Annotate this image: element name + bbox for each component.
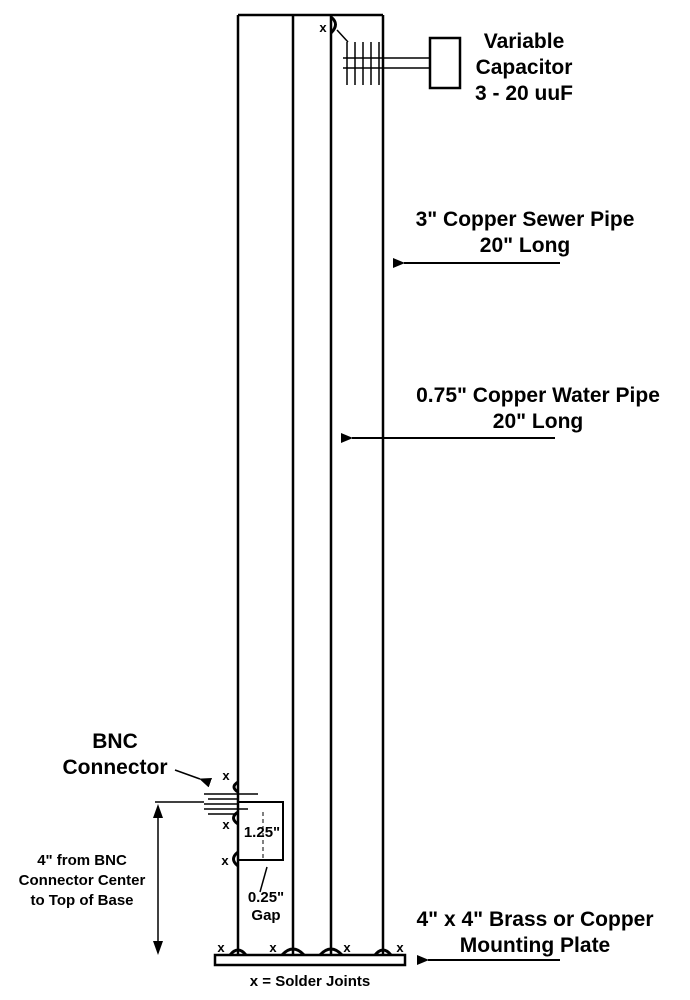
svg-text:0.25": 0.25" [248, 889, 284, 906]
variable-capacitor [336, 29, 462, 90]
svg-text:3 - 20 uuF: 3 - 20 uuF [475, 82, 573, 105]
svg-text:20" Long: 20" Long [493, 410, 583, 433]
svg-text:Connector Center: Connector Center [19, 872, 146, 889]
svg-text:BNC: BNC [92, 730, 138, 753]
water-pipe [291, 15, 333, 955]
svg-text:Mounting Plate: Mounting Plate [460, 934, 611, 957]
joint-plate-4 [373, 948, 393, 956]
distance-dimension [153, 801, 204, 955]
joint-gap [232, 850, 239, 868]
joint-plate-1 [228, 948, 248, 956]
legend-label: x = Solder Joints [250, 973, 370, 990]
sewer-pipe-label: 3" Copper Sewer Pipe 20" Long [416, 208, 635, 257]
joint-plate-2 [280, 947, 306, 957]
svg-text:x: x [396, 940, 404, 955]
sewer-pipe [236, 13, 385, 955]
svg-text:20" Long: 20" Long [480, 234, 570, 257]
svg-text:x: x [269, 940, 277, 955]
gap-label: 0.25" Gap [248, 889, 284, 924]
svg-text:x: x [221, 853, 229, 868]
svg-text:0.75" Copper Water Pipe: 0.75" Copper Water Pipe [416, 384, 660, 407]
bnc-arrow [174, 769, 213, 788]
svg-text:x: x [222, 768, 230, 783]
svg-text:4" x 4" Brass or Copper: 4" x 4" Brass or Copper [417, 908, 654, 931]
joint-bnc-outer [232, 780, 239, 794]
svg-text:x: x [222, 817, 230, 832]
distance-label: 4" from BNC Connector Center to Top of B… [19, 852, 146, 909]
gap-height-label: 1.25" [244, 824, 280, 841]
bnc-connector [204, 793, 258, 815]
svg-text:Variable: Variable [484, 30, 565, 53]
svg-text:x: x [343, 940, 351, 955]
solder-joints [228, 15, 393, 957]
joint-bnc-inner [232, 810, 239, 826]
joint-capacitor [329, 15, 337, 35]
plate-label: 4" x 4" Brass or Copper Mounting Plate [417, 908, 654, 957]
svg-text:to Top of Base: to Top of Base [30, 892, 133, 909]
svg-text:x: x [319, 20, 327, 35]
svg-text:4" from BNC: 4" from BNC [37, 852, 127, 869]
pointer-arrows [174, 258, 560, 965]
joint-marks: x x x x x x x x [217, 20, 404, 955]
joint-plate-3 [318, 947, 344, 957]
svg-text:Capacitor: Capacitor [476, 56, 573, 79]
svg-text:Gap: Gap [251, 907, 280, 924]
svg-text:3" Copper Sewer Pipe: 3" Copper Sewer Pipe [416, 208, 635, 231]
bnc-label: BNC Connector [63, 730, 168, 779]
mounting-plate [213, 953, 407, 967]
svg-text:x: x [217, 940, 225, 955]
water-pipe-label: 0.75" Copper Water Pipe 20" Long [416, 384, 660, 433]
gap-strap [238, 801, 284, 893]
capacitor-label: Variable Capacitor 3 - 20 uuF [475, 30, 573, 105]
svg-text:Connector: Connector [63, 756, 168, 779]
